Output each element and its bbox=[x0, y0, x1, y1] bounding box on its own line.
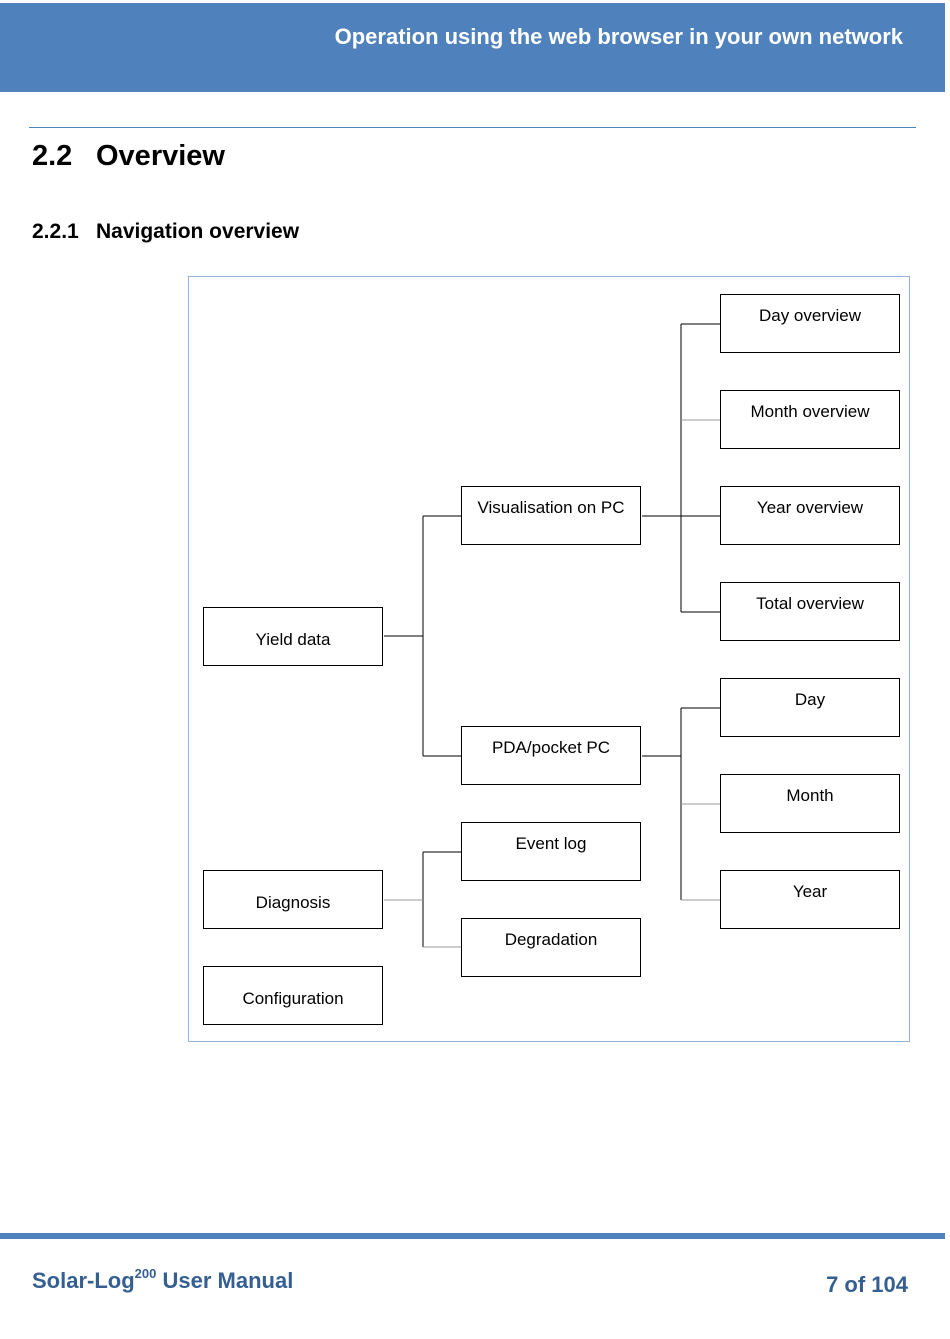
node-yield-data: Yield data bbox=[203, 607, 383, 666]
node-pda-pocket-pc: PDA/pocket PC bbox=[461, 726, 641, 785]
node-day: Day bbox=[720, 678, 900, 737]
subsection-heading: 2.2.1 Navigation overview bbox=[32, 220, 299, 244]
header-rule bbox=[29, 127, 916, 128]
footer-manual-title: Solar-Log200 User Manual bbox=[32, 1266, 294, 1294]
node-visualisation-pc: Visualisation on PC bbox=[461, 486, 641, 545]
node-total-overview: Total overview bbox=[720, 582, 900, 641]
node-month-overview: Month overview bbox=[720, 390, 900, 449]
node-configuration: Configuration bbox=[203, 966, 383, 1025]
node-diagnosis: Diagnosis bbox=[203, 870, 383, 929]
header-band: Operation using the web browser in your … bbox=[0, 3, 945, 92]
section-heading: 2.2 Overview bbox=[32, 140, 225, 173]
node-day-overview: Day overview bbox=[720, 294, 900, 353]
footer-product: Solar-Log bbox=[32, 1268, 135, 1293]
node-month: Month bbox=[720, 774, 900, 833]
node-year-overview: Year overview bbox=[720, 486, 900, 545]
node-degradation: Degradation bbox=[461, 918, 641, 977]
footer-rule bbox=[0, 1233, 945, 1239]
footer-manual-label: User Manual bbox=[156, 1268, 294, 1293]
footer-model-superscript: 200 bbox=[134, 1266, 157, 1281]
node-event-log: Event log bbox=[461, 822, 641, 881]
navigation-diagram-frame bbox=[188, 276, 910, 1042]
section-number: 2.2 bbox=[32, 140, 73, 172]
section-title: Overview bbox=[96, 140, 225, 172]
header-title: Operation using the web browser in your … bbox=[334, 24, 903, 49]
subsection-number: 2.2.1 bbox=[32, 220, 79, 243]
subsection-title: Navigation overview bbox=[96, 220, 300, 243]
node-year: Year bbox=[720, 870, 900, 929]
footer-page-number: 7 of 104 bbox=[826, 1272, 908, 1297]
